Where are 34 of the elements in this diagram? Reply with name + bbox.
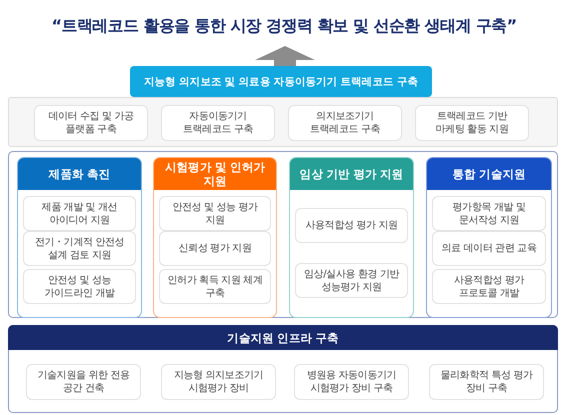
block-arrow xyxy=(255,46,315,66)
item-box: 의지보조기기 트랙레코드 구축 xyxy=(288,105,402,141)
item-box: 자동이동기기 트랙레코드 구축 xyxy=(161,105,275,141)
item-box: 임상/실사용 환경 기반 성능평가 지원 xyxy=(295,263,408,298)
item-box: 사용적합성 평가 지원 xyxy=(295,208,408,243)
column-card xyxy=(289,157,414,318)
column-heading: 시험평가 및 인허가 지원 xyxy=(154,158,276,190)
item-box: 전기・기계적 안전성 설계 검토 지원 xyxy=(23,231,136,266)
item-box: 안전성 및 성능 가이드라인 개발 xyxy=(23,269,136,304)
item-box: 기술지원을 위한 전용 공간 건축 xyxy=(26,364,141,400)
item-box: 트랙레코드 기반 마케팅 활동 지원 xyxy=(415,105,529,141)
item-box: 안전성 및 성능 평가 지원 xyxy=(159,196,271,231)
panel xyxy=(8,151,558,318)
panel xyxy=(8,97,558,147)
panel-heading: 기술지원 인프라 구축 xyxy=(8,325,558,350)
item-box: 지능형 의지보조기기 시험평가 장비 xyxy=(161,364,276,400)
item-box: 제품 개발 및 개선 아이디어 지원 xyxy=(23,196,136,231)
panel xyxy=(8,325,558,413)
item-box: 데이터 수집 및 가공 플랫폼 구축 xyxy=(34,105,148,141)
item-box: 물리화학적 특성 평가 장비 구축 xyxy=(429,364,544,400)
column-card xyxy=(153,157,277,318)
column-heading: 제품화 촉진 xyxy=(18,158,141,190)
column-card xyxy=(426,157,552,318)
item-box: 인허가 획득 지원 체계 구축 xyxy=(159,269,271,304)
column-heading: 통합 기술지원 xyxy=(427,158,551,190)
item-box: 병원용 자동이동기기 시험평가 장비 구축 xyxy=(294,364,409,400)
title: “트랙레코드 활용을 통한 시장 경쟁력 확보 및 선순환 생태계 구축” xyxy=(20,8,548,44)
banner: 지능형 의지보조 및 의료용 자동이동기기 트랙레코드 구축 xyxy=(130,66,432,97)
column-card xyxy=(17,157,142,318)
item-box: 의료 데이터 관련 교육 xyxy=(432,231,546,266)
item-box: 사용적합성 평가 프로토콜 개발 xyxy=(432,269,546,304)
column-heading: 임상 기반 평가 지원 xyxy=(290,158,413,190)
item-box: 신뢰성 평가 지원 xyxy=(159,231,271,266)
item-box: 평가항목 개발 및 문서작성 지원 xyxy=(432,196,546,231)
